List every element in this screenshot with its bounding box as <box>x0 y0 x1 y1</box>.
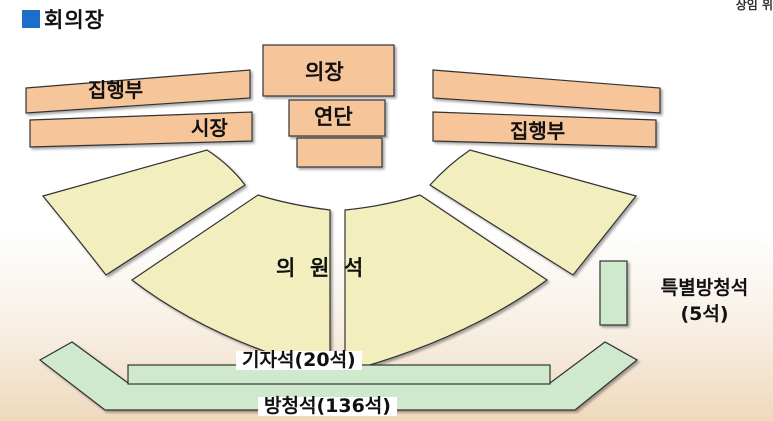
executive-right-desk <box>432 111 657 148</box>
executive-right-top-desk <box>432 69 661 114</box>
page-title: 회의장 <box>22 6 105 32</box>
special-seats-count: (5석) <box>680 302 729 325</box>
member-seats-label: 의 원 석 <box>276 256 364 280</box>
gallery-label: 방청석(136석) <box>258 397 397 416</box>
podium-desk <box>288 99 386 137</box>
member-seats-right-outer <box>429 149 638 276</box>
special-seats-box <box>599 260 628 326</box>
podium-base <box>296 137 383 168</box>
executive-left-label: 집행부 <box>88 78 144 102</box>
chair-desk <box>262 44 395 97</box>
chair-label: 의장 <box>305 60 344 84</box>
special-seats-name: 특별방청석 <box>660 277 749 299</box>
mayor-label: 시장 <box>191 116 228 140</box>
title-text: 회의장 <box>44 8 105 32</box>
podium-label: 연단 <box>314 105 353 129</box>
special-seats-label: 특별방청석 (5석) <box>636 276 773 327</box>
member-seats-right-inner <box>344 194 549 373</box>
press-seats-label: 기자석(20석) <box>236 351 362 370</box>
member-seats-left-outer <box>41 149 246 276</box>
corner-text: 상임 위 <box>735 0 773 12</box>
title-square-icon <box>22 10 40 28</box>
executive-right-label: 집행부 <box>510 119 566 143</box>
executive-left-desk <box>25 69 251 114</box>
mayor-desk <box>29 111 253 148</box>
